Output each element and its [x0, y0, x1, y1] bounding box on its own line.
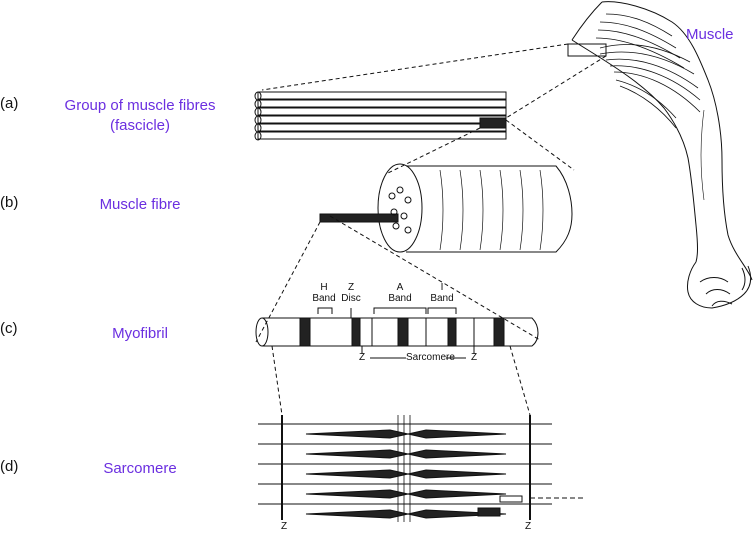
muscle-label: Muscle	[686, 26, 734, 43]
myofibril-brackets	[317, 307, 475, 359]
label-d-letter: (d)	[0, 458, 19, 475]
muscle-selection-box	[567, 43, 607, 57]
arm-illustration	[571, 1, 753, 309]
label-d-name: Sarcomere	[103, 460, 177, 477]
label-b-name: Muscle fibre	[99, 196, 181, 213]
zoom-lines-myofibril-to-sarcomere	[271, 345, 531, 416]
myofibril-z-left: Z	[358, 352, 366, 363]
sarcomere-z-right: Z	[524, 521, 532, 532]
myofibril-illustration	[255, 317, 539, 347]
zoom-lines-muscle-to-fascicle	[261, 43, 607, 119]
sarcomere-span-label: Sarcomere	[406, 352, 455, 363]
label-a-letter: (a)	[0, 95, 19, 112]
sarcomere-z-left: Z	[280, 521, 288, 532]
label-c-letter: (c)	[0, 320, 18, 337]
label-c-name: Myofibril	[112, 325, 168, 342]
fascicle-illustration	[254, 91, 507, 141]
label-a-name-line1: Group of muscle fibres	[64, 97, 216, 114]
label-b-letter: (b)	[0, 194, 19, 211]
sarcomere-illustration	[258, 415, 584, 522]
label-a-name-line2: (fascicle)	[109, 117, 170, 134]
myofibril-z-right: Z	[470, 352, 478, 363]
muscle-fibre-illustration	[319, 163, 573, 253]
zoom-lines-fascicle-to-fibre	[385, 119, 575, 175]
